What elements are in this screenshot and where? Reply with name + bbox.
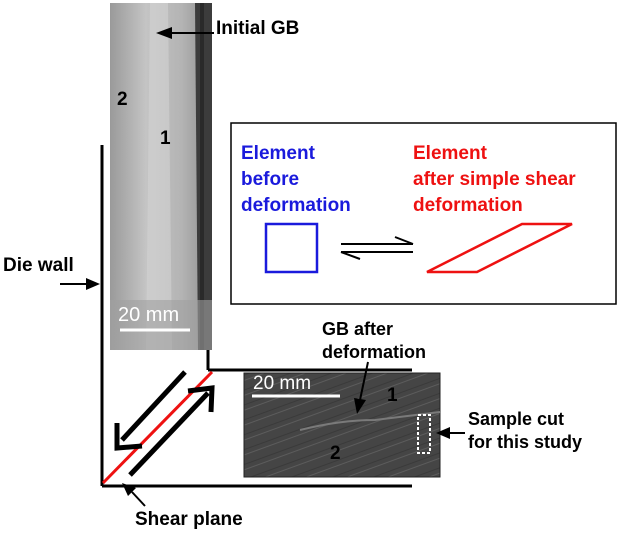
before-label-2: before bbox=[241, 169, 300, 190]
sample-photo-after bbox=[243, 372, 441, 478]
pointer-arrows bbox=[60, 27, 465, 507]
grain-1-label-bottom: 1 bbox=[387, 385, 398, 406]
shear-arrows bbox=[114, 370, 215, 477]
grain-2-label-bottom: 2 bbox=[330, 443, 341, 464]
inset-frame bbox=[230, 122, 617, 305]
equilibrium-arrows bbox=[340, 236, 414, 260]
die-outline bbox=[100, 145, 412, 488]
before-label-1: Element bbox=[241, 143, 315, 164]
element-sheared bbox=[426, 222, 573, 274]
sample-cut-label-1: Sample cut bbox=[468, 409, 565, 429]
sample-photo-before bbox=[110, 3, 212, 350]
after-label-1: Element bbox=[413, 143, 487, 164]
element-square bbox=[264, 222, 319, 274]
sample-cut-marker bbox=[417, 414, 431, 454]
scale-label-bottom: 20 mm bbox=[253, 373, 312, 394]
sample-cut-label-2: for this study bbox=[468, 432, 583, 452]
grain-2-label-top: 2 bbox=[117, 89, 128, 110]
shear-plane-label: Shear plane bbox=[135, 509, 243, 530]
initial-gb-label: Initial GB bbox=[216, 18, 300, 39]
gb-after-label-1: GB after bbox=[322, 319, 394, 339]
die-wall-label: Die wall bbox=[3, 255, 74, 276]
after-label-2: after simple shear bbox=[413, 169, 576, 190]
before-label-3: deformation bbox=[241, 195, 351, 216]
shear-inset bbox=[230, 122, 617, 305]
grain-1-label-top: 1 bbox=[160, 128, 171, 149]
gb-after-label-2: deformation bbox=[322, 342, 427, 362]
scale-label-top: 20 mm bbox=[118, 304, 180, 326]
after-label-3: deformation bbox=[413, 195, 523, 216]
